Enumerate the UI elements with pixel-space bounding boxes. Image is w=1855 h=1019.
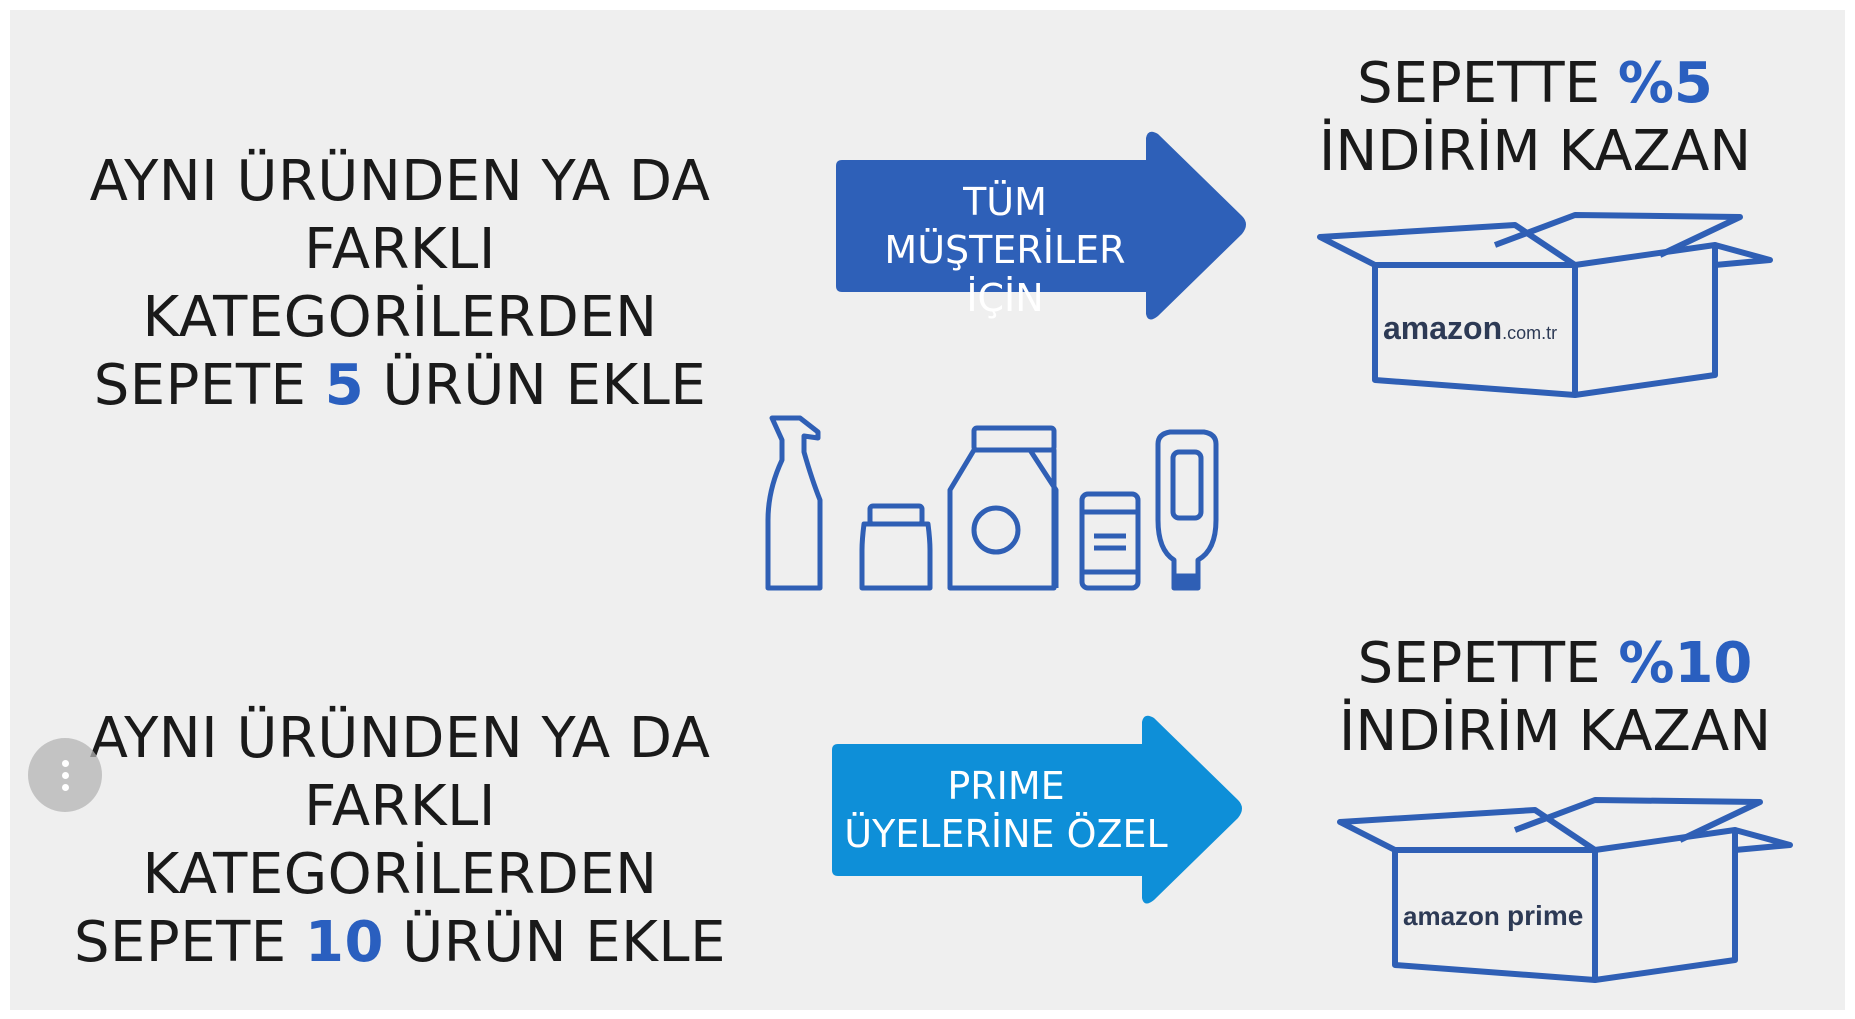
row1-arrow-line2: MÜŞTERİLER İÇİN bbox=[884, 228, 1126, 320]
row1-line3: SEPETE 5 ÜRÜN EKLE bbox=[93, 353, 707, 418]
row1-discount: %5 bbox=[1617, 51, 1713, 116]
jar-icon bbox=[859, 503, 933, 591]
row2-prize: SEPETTE %10 İNDİRİM KAZAN bbox=[1325, 630, 1785, 766]
row2-box: amazon prime bbox=[1335, 790, 1795, 990]
row2-line1: AYNI ÜRÜNDEN YA DA bbox=[89, 706, 711, 771]
row2-box-logo: amazon prime bbox=[1403, 900, 1584, 931]
row1-prize: SEPETTE %5 İNDİRİM KAZAN bbox=[1305, 50, 1765, 186]
row2-count: 10 bbox=[304, 910, 384, 975]
row2-line2: FARKLI KATEGORİLERDEN bbox=[142, 774, 658, 907]
row1-line1: AYNI ÜRÜNDEN YA DA bbox=[89, 149, 711, 214]
product-icons bbox=[760, 410, 1250, 600]
arrow-right-icon bbox=[832, 715, 1242, 904]
row1-prize-line2: İNDİRİM KAZAN bbox=[1318, 119, 1752, 184]
spray-bottle-icon bbox=[765, 415, 823, 591]
more-options-button[interactable] bbox=[28, 738, 102, 812]
row2-discount: %10 bbox=[1618, 631, 1753, 696]
soda-can-icon bbox=[1079, 491, 1141, 591]
row1-arrow: TÜM MÜŞTERİLER İÇİN bbox=[830, 128, 1250, 328]
row1-line2: FARKLI KATEGORİLERDEN bbox=[142, 217, 658, 350]
row1-count: 5 bbox=[324, 353, 365, 418]
row1-arrow-line1: TÜM bbox=[963, 180, 1047, 224]
open-box-icon bbox=[1337, 797, 1793, 983]
row1-headline: AYNI ÜRÜNDEN YA DA FARKLI KATEGORİLERDEN… bbox=[40, 148, 760, 420]
row1-box: amazon.com.tr bbox=[1315, 205, 1775, 405]
row2-arrow-line2: ÜYELERİNE ÖZEL bbox=[844, 812, 1168, 856]
sauce-bottle-icon bbox=[1155, 429, 1219, 591]
row1-box-logo: amazon.com.tr bbox=[1383, 310, 1558, 346]
milk-carton-icon bbox=[947, 425, 1059, 591]
row2-prize-line2: İNDİRİM KAZAN bbox=[1338, 699, 1772, 764]
row2-line3: SEPETE 10 ÜRÜN EKLE bbox=[74, 910, 726, 975]
row2-arrow: PRIME ÜYELERİNE ÖZEL bbox=[826, 712, 1246, 912]
arrow-right-icon bbox=[836, 131, 1246, 320]
row2-arrow-line1: PRIME bbox=[947, 764, 1065, 808]
open-box-icon bbox=[1317, 212, 1773, 398]
row2-headline: AYNI ÜRÜNDEN YA DA FARKLI KATEGORİLERDEN… bbox=[40, 705, 760, 977]
